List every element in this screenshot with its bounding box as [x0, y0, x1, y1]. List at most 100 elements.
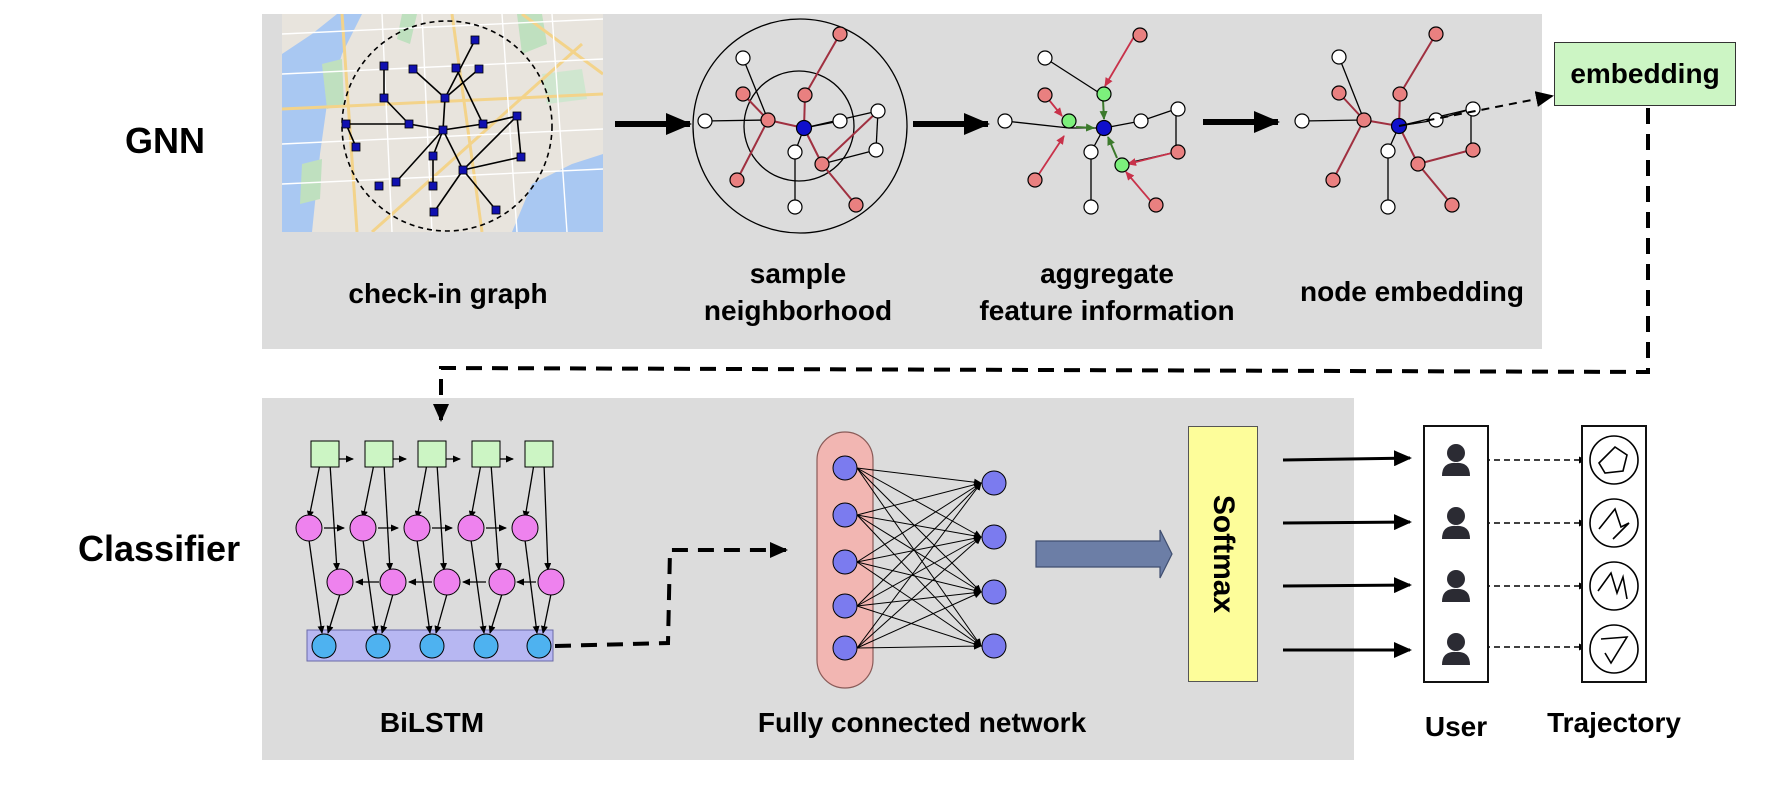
- bilstm-forward-node: [457, 514, 485, 542]
- fc-edge: [856, 514, 982, 540]
- fc-edge: [856, 642, 982, 650]
- user-icon-body: [1442, 651, 1470, 665]
- user-icon-head: [1447, 633, 1465, 651]
- node-embedding-graph: [1294, 26, 1554, 215]
- fc-edge: [856, 589, 982, 607]
- fc-output-neuron: [981, 470, 1007, 496]
- gnn-flow-arrows: [615, 111, 1280, 135]
- caption-node-embedding: node embedding: [1300, 276, 1524, 307]
- bilstm-edge: [329, 463, 341, 571]
- bilstm-network: [295, 440, 565, 662]
- user-icon-head: [1447, 507, 1465, 525]
- bilstm-edge: [416, 539, 433, 634]
- fc-output-neuron: [981, 633, 1007, 659]
- bilstm-backward-node: [488, 568, 516, 596]
- sample-neighborhood-graph: [692, 18, 908, 234]
- bilstm-forward-node: [349, 514, 377, 542]
- bilstm-output-node: [365, 633, 391, 659]
- user-icon-body: [1442, 462, 1470, 476]
- caption-aggregate-line1: aggregate: [1040, 258, 1174, 289]
- user-column: [1423, 425, 1489, 683]
- fc-edge: [856, 605, 982, 648]
- caption-checkin-graph: check-in graph: [348, 278, 548, 309]
- bilstm-forward-node: [403, 514, 431, 542]
- bilstm-edge: [380, 593, 394, 634]
- embedding-to-bilstm-connector: [433, 108, 1650, 422]
- fc-edge: [856, 534, 982, 563]
- user-icon-body: [1442, 588, 1470, 602]
- bilstm-forward-node: [511, 514, 539, 542]
- softmax-box: Softmax: [1188, 426, 1258, 682]
- bilstm-edge: [543, 463, 552, 571]
- caption-trajectory: Trajectory: [1547, 707, 1681, 738]
- bilstm-edge: [360, 463, 375, 519]
- bilstm-output-node: [526, 633, 552, 659]
- fc-input-neuron: [832, 502, 858, 528]
- user-icon-head: [1447, 570, 1465, 588]
- fc-edge: [856, 561, 982, 647]
- checkin-map-image: [282, 14, 603, 232]
- fc-input-neuron: [832, 593, 858, 619]
- fc-edge: [856, 514, 982, 593]
- user-trajectory-links: [1474, 456, 1587, 651]
- softmax-label: Softmax: [1207, 494, 1240, 614]
- bilstm-input-node: [471, 440, 501, 468]
- fc-edge: [856, 536, 982, 649]
- bilstm-edge: [306, 463, 321, 519]
- caption-fcn: Fully connected network: [757, 707, 1087, 738]
- user-icon-head: [1447, 444, 1465, 462]
- embedding-output-box: embedding: [1554, 42, 1736, 106]
- bilstm-input-node: [524, 440, 554, 468]
- bilstm-edge: [326, 593, 341, 634]
- user-icons: [1442, 444, 1470, 665]
- bilstm-forward-node: [295, 514, 323, 542]
- trajectory-icons: [1589, 435, 1639, 674]
- fc-edge: [856, 591, 982, 649]
- fc-output-neuron: [981, 524, 1007, 550]
- softmax-output-arrows: [1282, 450, 1412, 658]
- fc-edge: [856, 467, 982, 538]
- trajectory-column: [1581, 425, 1647, 683]
- bilstm-edge: [490, 463, 502, 571]
- classifier-label: Classifier: [78, 528, 241, 569]
- caption-aggregate-line2: feature information: [979, 295, 1235, 326]
- caption-sample-line2: neighborhood: [703, 295, 893, 326]
- fc-edge: [856, 514, 982, 647]
- bilstm-edge: [540, 593, 552, 634]
- fc-edge: [856, 536, 982, 607]
- bilstm-edge: [434, 593, 448, 634]
- caption-user: User: [1424, 711, 1488, 742]
- bilstm-input-node: [364, 440, 394, 468]
- bilstm-output-node: [311, 633, 337, 659]
- fc-edge: [856, 481, 982, 516]
- bilstm-edge: [362, 539, 379, 634]
- fc-input-neuron: [832, 549, 858, 575]
- bilstm-backward-node: [433, 568, 461, 596]
- bilstm-edge: [383, 463, 394, 571]
- bilstm-edge: [468, 463, 482, 519]
- checkin-graph: [341, 20, 553, 232]
- bilstm-edge: [522, 463, 535, 519]
- bilstm-output-node: [473, 633, 499, 659]
- bilstm-backward-node: [537, 568, 565, 596]
- bilstm-input-node: [310, 440, 340, 468]
- bilstm-to-fcn-connector: [554, 542, 788, 648]
- gnn-label: GNN: [125, 120, 205, 161]
- user-icon-body: [1442, 525, 1470, 539]
- bilstm-edge: [524, 539, 540, 634]
- bilstm-backward-node: [326, 568, 354, 596]
- fc-edge: [856, 467, 982, 647]
- bilstm-edge: [470, 539, 487, 634]
- caption-sample-line1: sample: [749, 258, 847, 289]
- fc-output-neuron: [981, 579, 1007, 605]
- bilstm-edge: [436, 463, 448, 571]
- bilstm-edge: [308, 539, 325, 634]
- fc-input-neuron: [832, 635, 858, 661]
- caption-bilstm: BiLSTM: [379, 707, 485, 738]
- bilstm-input-node: [417, 440, 447, 468]
- map-graphic: [282, 14, 603, 232]
- fully-connected-network: [816, 431, 1007, 689]
- fc-edge: [856, 467, 982, 486]
- fc-edge: [856, 561, 982, 594]
